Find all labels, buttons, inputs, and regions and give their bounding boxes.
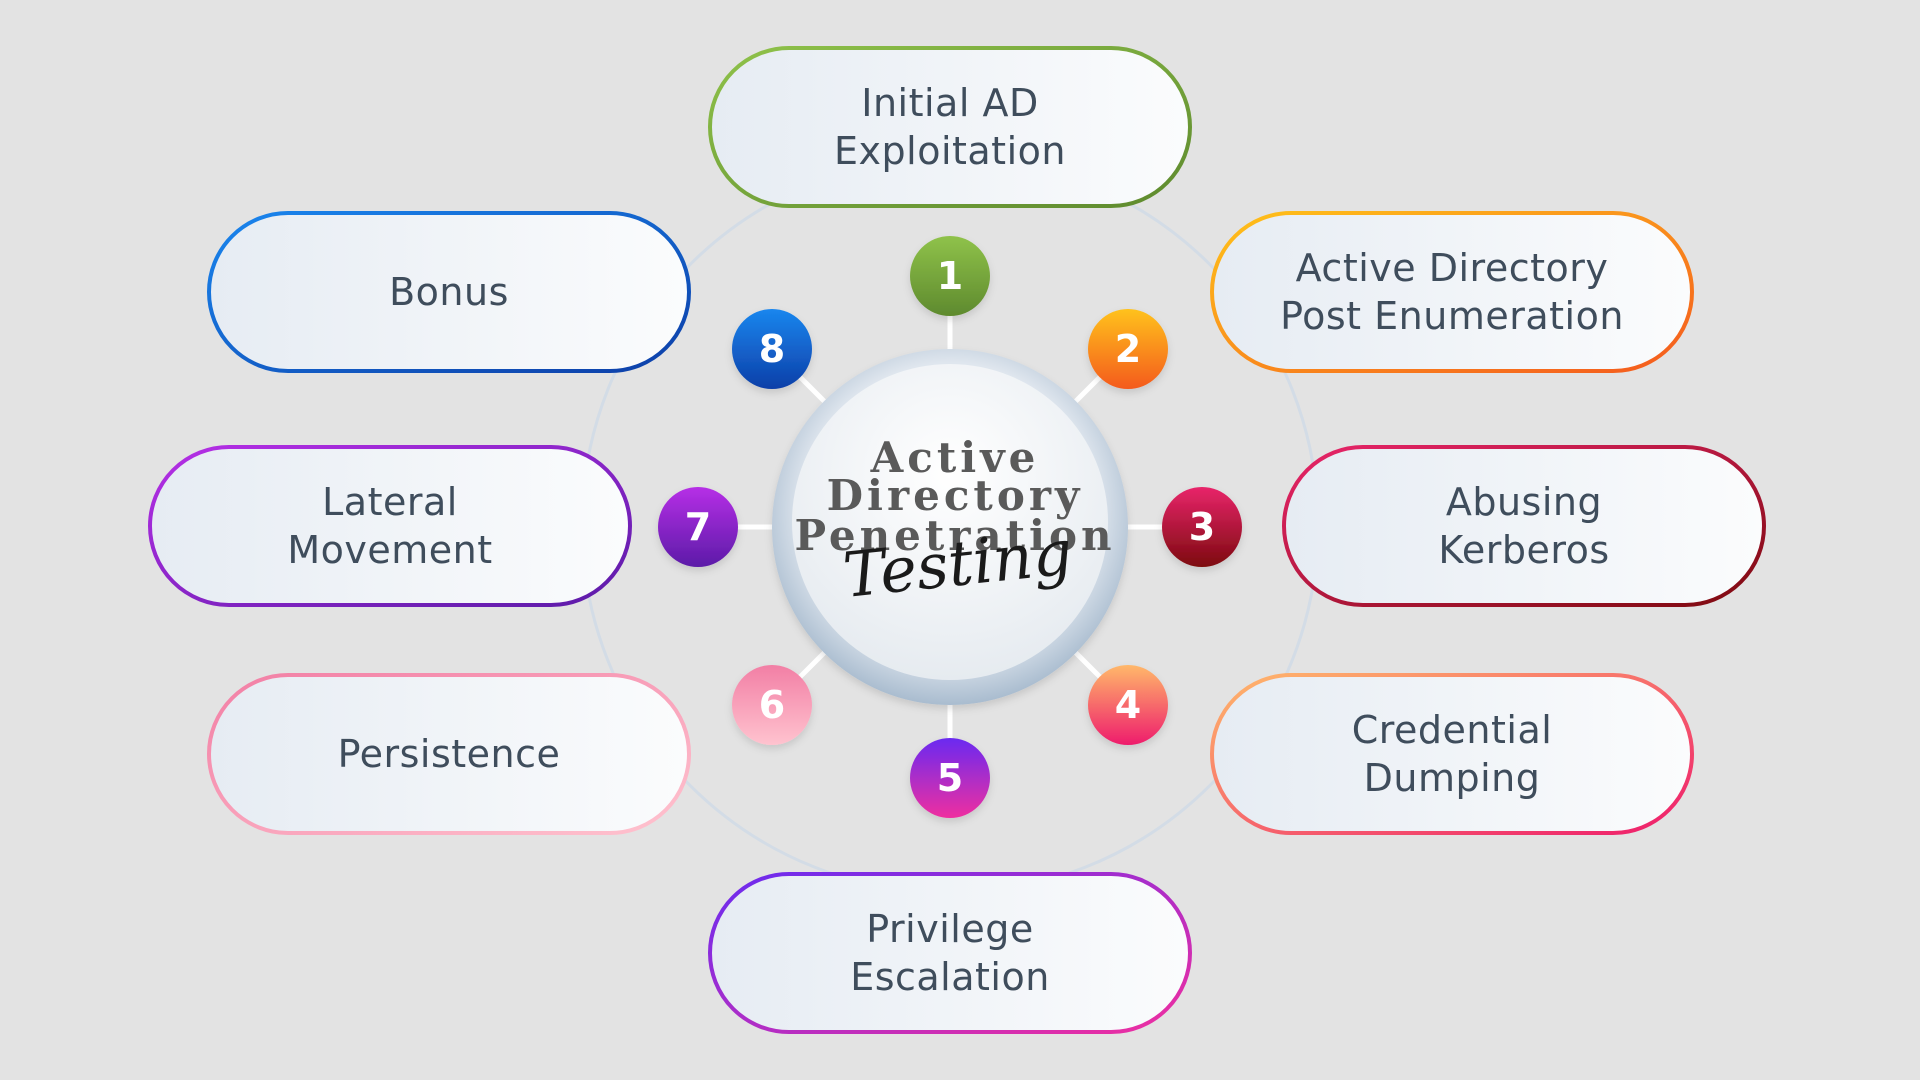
- step-badge-6: 6: [732, 665, 812, 745]
- step-label-line: Abusing: [1446, 480, 1602, 524]
- step-label-line: Persistence: [338, 732, 561, 776]
- step-badge-circle: [1162, 487, 1242, 567]
- step-badge-8: 8: [732, 309, 812, 389]
- step-badge-number: 5: [937, 756, 963, 800]
- step-badge-5: 5: [910, 738, 990, 818]
- step-pill-shape: [1210, 673, 1694, 835]
- step-badge-1: 1: [910, 236, 990, 316]
- step-label-line: Privilege: [866, 907, 1033, 951]
- step-badge-7: 7: [658, 487, 738, 567]
- step-badge-circle: [732, 665, 812, 745]
- step-pill-shape: [708, 872, 1192, 1034]
- step-pill-shape: [1282, 445, 1766, 607]
- step-badge-number: 2: [1115, 327, 1141, 371]
- step-badge-circle: [732, 309, 812, 389]
- step-label-line: Escalation: [850, 955, 1050, 999]
- spoke-8: [795, 372, 831, 408]
- spoke-4: [1069, 646, 1105, 682]
- step-label-line: Dumping: [1364, 756, 1541, 800]
- step-badges: 1 2 3 4 5 6 7 8: [658, 236, 1242, 818]
- spokes: [734, 312, 1166, 742]
- step-badge-circle: [1088, 665, 1168, 745]
- step-label-line: Active Directory: [1296, 246, 1609, 290]
- step-badge-circle: [910, 236, 990, 316]
- step-badge-2: 2: [1088, 309, 1168, 389]
- step-badge-4: 4: [1088, 665, 1168, 745]
- step-badge-number: 3: [1189, 505, 1215, 549]
- step-label-line: Movement: [287, 528, 492, 572]
- step-badge-number: 8: [759, 327, 785, 371]
- step-badge-3: 3: [1162, 487, 1242, 567]
- center-hub: Active Directory Penetration Testing: [772, 349, 1128, 705]
- step-label-line: Credential: [1352, 708, 1553, 752]
- step-pill-6: Persistence: [207, 673, 691, 835]
- step-pill-shape: [1210, 211, 1694, 373]
- step-badge-circle: [910, 738, 990, 818]
- step-pill-8: Bonus: [207, 211, 691, 373]
- step-badge-number: 7: [685, 505, 711, 549]
- center-title-line-2: Directory: [827, 471, 1084, 520]
- step-badge-circle: [1088, 309, 1168, 389]
- spoke-2: [1069, 372, 1105, 408]
- step-label-line: Bonus: [389, 270, 509, 314]
- center-title-line-1: Active: [870, 433, 1040, 482]
- spoke-6: [795, 646, 831, 682]
- step-badge-number: 6: [759, 683, 785, 727]
- step-label-line: Lateral: [322, 480, 458, 524]
- step-badge-number: 4: [1115, 683, 1141, 727]
- step-pill-shape: [207, 673, 691, 835]
- step-label-line: Kerberos: [1438, 528, 1609, 572]
- step-badge-circle: [658, 487, 738, 567]
- step-label-line: Initial AD: [861, 81, 1038, 125]
- center-title-line-3: Penetration: [794, 511, 1115, 560]
- step-badge-number: 1: [937, 254, 963, 298]
- step-pill-shape: [708, 46, 1192, 208]
- step-label-line: Exploitation: [834, 129, 1066, 173]
- step-label-line: Post Enumeration: [1280, 294, 1624, 338]
- step-pill-shape: [148, 445, 632, 607]
- step-pill-shape: [207, 211, 691, 373]
